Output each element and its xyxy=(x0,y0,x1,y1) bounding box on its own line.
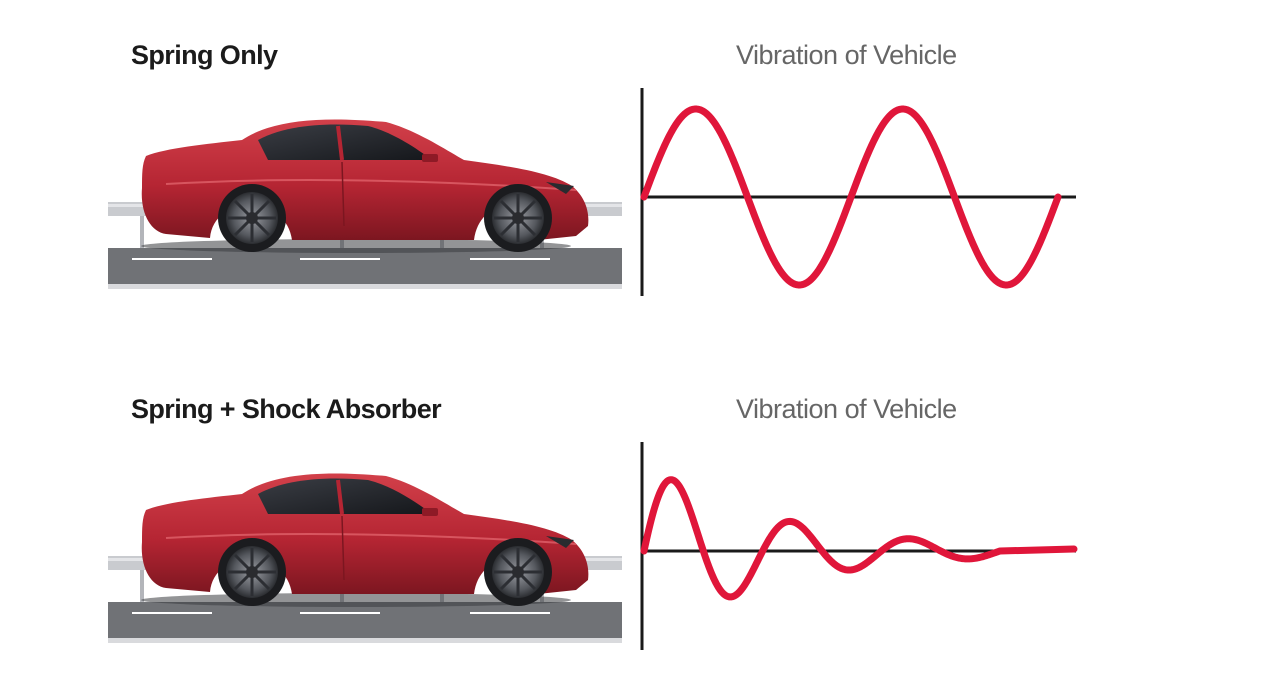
vibration-curve xyxy=(640,105,1062,289)
vibration-curve xyxy=(640,476,1078,601)
vibration-chart xyxy=(640,442,1078,650)
road-icon xyxy=(108,602,622,643)
car-scene xyxy=(106,86,626,296)
chart-title: Vibration of Vehicle xyxy=(736,40,957,70)
chart-title: Vibration of Vehicle xyxy=(736,394,957,424)
panel-title: Spring + Shock Absorber xyxy=(131,394,442,424)
road-icon xyxy=(108,248,622,289)
panel-spring-shock-absorber: Spring + Shock Absorber Vibration of Veh… xyxy=(0,354,1282,694)
red-sedan-icon xyxy=(141,473,589,608)
vibration-chart xyxy=(640,88,1076,296)
red-sedan-icon xyxy=(141,119,589,254)
car-scene xyxy=(106,440,626,650)
panel-title: Spring Only xyxy=(131,40,278,70)
panel-spring-only: Spring Only Vibration of Vehicle xyxy=(0,0,1282,340)
